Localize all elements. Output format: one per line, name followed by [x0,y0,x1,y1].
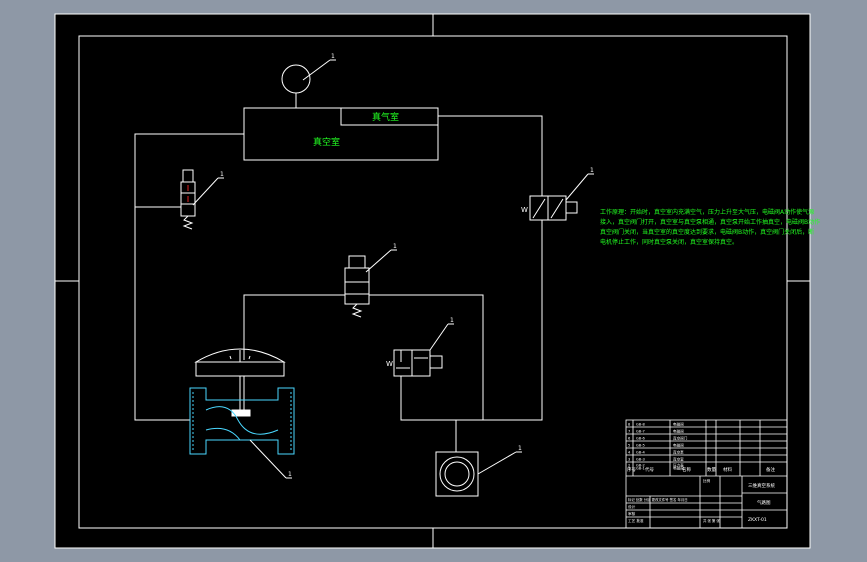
note-line: 电机停止工作，同时真空泵关闭，真空室保持真空。 [600,238,738,246]
parts-list: 8 GB-8 电磁阀 7 GB-7 电磁阀 6 GB-6 真空阀门 5 GB-5… [628,422,688,471]
part-code: GB-6 [636,437,646,441]
scale-label: 比例 [703,478,711,483]
sign-row-1: 标记 处数 分区 更改文件号 签名 年月日 [628,497,688,502]
header-remark: 备注 [766,466,775,473]
part-name: 电磁阀 [673,466,684,471]
leader-label-left-valve: 1 [220,171,224,178]
parts-row: 5 GB-5 电磁阀 [628,443,684,448]
parts-row: 8 GB-8 电磁阀 [628,422,684,427]
part-name: 电磁阀 [673,429,684,434]
right-directional-valve [529,173,594,221]
valve-body-leader [249,439,292,479]
pipelines [134,115,543,452]
parts-row: 6 GB-6 真空阀门 [628,436,688,441]
header-material: 材料 [723,466,732,473]
parts-row: 7 GB-7 电磁阀 [628,429,684,434]
leader-label-middle-valve: 1 [393,243,397,250]
sign-row-3: 审核 [628,511,636,516]
chamber-top-label: 真气室 [372,111,399,123]
parts-row: 3 GB-3 真空室 [628,457,684,462]
part-name: 真空阀门 [673,436,688,441]
parts-row: 2 GB-2 压力表 [628,463,684,468]
parts-header: 序号 代号 名称 数量 材料 备注 [627,466,775,473]
drawing-title: 气路图 [757,499,771,506]
technical-notes: 工作原理：开始时，真空室内充满空气，压力上升至大气压，电磁阀A动作使气源 接入，… [600,208,820,246]
note-line: 工作原理：开始时，真空室内充满空气，压力上升至大气压，电磁阀A动作使气源 [600,208,814,216]
part-no: 7 [628,430,630,434]
part-no: 1 [628,467,630,471]
pressure-gauge [281,59,336,108]
parts-row: 4 GB-4 真空泵 [628,450,684,455]
title-block [625,419,788,529]
drawing-number: ZKXT-01 [748,517,767,523]
part-code: GB-8 [636,423,646,427]
part-code: GB-7 [636,430,645,434]
leader-label-right-valve: 1 [590,167,594,174]
note-line: 接入，真空阀门打开，真空室与真空泵相通，真空泵开始工作抽真空，电磁阀B动作 [600,218,820,226]
part-code: GB-5 [636,444,645,448]
parts-row: 1 GB-1 电磁阀 [628,466,684,471]
leader-label-gauge: 1 [331,53,335,60]
part-code: GB-3 [636,458,645,462]
chamber-main-label: 真空室 [313,136,340,148]
diaphragm-valve-body [189,387,295,455]
part-name: 真空室 [673,457,684,462]
part-name: 压力表 [673,463,684,468]
part-code: GB-2 [636,464,645,468]
header-no: 序号 [627,466,636,473]
vacuum-pump [435,451,522,497]
title-info: 三维真空系统 气路图 ZKXT-01 标记 处数 分区 更改文件号 签名 年月日… [628,478,775,523]
leader-label-lower-valve: 1 [450,317,454,324]
header-code: 代号 [645,466,654,473]
part-name: 电磁阀 [673,422,684,427]
part-no: 6 [628,437,631,441]
part-no: 2 [628,464,630,468]
header-name: 名称 [682,466,691,473]
centering-marks [55,14,810,548]
drawing-sheet [55,14,810,548]
part-no: 3 [628,458,630,462]
lower-valve-w-label: W [386,360,393,368]
header-qty: 数量 [707,466,716,473]
part-no: 4 [628,451,631,455]
part-name: 电磁阀 [673,443,684,448]
leader-label-valve-body: 1 [288,471,292,478]
part-code: GB-1 [636,467,645,471]
part-no: 8 [628,423,631,427]
sign-row-2: 设计 [628,504,636,509]
lower-directional-valve [393,323,454,377]
part-name: 真空泵 [673,450,684,455]
leader-label-pump: 1 [518,445,522,452]
middle-solenoid-valve [344,249,397,318]
part-code: GB-4 [636,451,646,455]
sign-row-4: 工艺 批准 [628,518,644,523]
title-name: 三维真空系统 [748,482,775,489]
sheet-label: 共 张 第 张 [703,518,720,523]
diaphragm-valve-actuator [194,348,286,417]
part-no: 5 [628,444,630,448]
note-line: 真空阀门关闭，当真空室的真空度达到要求，电磁阀B动作，真空阀门关闭后，断 [600,228,814,236]
left-solenoid-valve [180,169,224,230]
right-valve-w-label: W [521,206,528,214]
